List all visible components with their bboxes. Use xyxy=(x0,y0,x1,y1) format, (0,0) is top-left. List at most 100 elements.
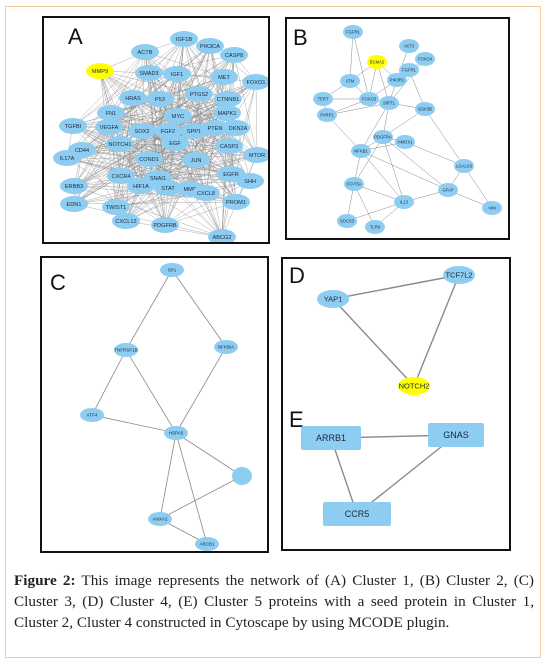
network-edge xyxy=(424,108,465,167)
node-label-nfkb1: NFKB1 xyxy=(354,149,368,154)
node-label-cd44: CD44 xyxy=(75,148,89,154)
node-label-mmp: MMP xyxy=(183,187,196,193)
network-edge xyxy=(91,349,127,416)
node-tgfbi xyxy=(59,118,87,134)
node-label-pdgfra: PDGFRA xyxy=(374,135,392,140)
node-label-sirt1: SIRT1 xyxy=(383,101,395,106)
network-edge xyxy=(157,154,258,179)
node-label-gnas: GNAS xyxy=(443,430,469,440)
node-atf4 xyxy=(80,408,104,422)
network-edge xyxy=(73,154,258,187)
node-stat5a xyxy=(344,177,364,191)
node-tlr9 xyxy=(365,220,385,234)
node-tert xyxy=(313,92,333,106)
node-label-twist1: TWIST1 xyxy=(106,205,127,211)
node-actb xyxy=(131,44,159,60)
network-edge xyxy=(141,51,146,132)
node-label-igf1: IGF1 xyxy=(171,72,183,78)
node-label-fgfr1: FGFR1 xyxy=(402,68,416,73)
network-edge xyxy=(360,150,405,203)
network-edge xyxy=(72,51,146,127)
network-edge xyxy=(66,157,197,161)
network-edge xyxy=(73,142,176,187)
node-label-igf1b: IGF1B xyxy=(176,37,192,43)
network-edge xyxy=(73,38,185,205)
node-notch1 xyxy=(106,136,134,152)
node-cxcl12 xyxy=(112,213,140,229)
node-met xyxy=(210,69,238,85)
network-edge xyxy=(388,58,426,104)
network-edge xyxy=(189,145,230,190)
node-casp8 xyxy=(220,47,248,63)
network-edge xyxy=(120,145,230,177)
node-pdgfrb xyxy=(151,217,179,233)
network-edge xyxy=(356,434,457,515)
node-label-snai1: SNAI1 xyxy=(150,176,166,182)
network-edge xyxy=(352,31,370,100)
node-pten xyxy=(201,120,229,136)
node-hmox1 xyxy=(395,135,415,149)
network-edge xyxy=(221,81,257,238)
node-gnas xyxy=(428,423,484,447)
network-edge xyxy=(66,157,166,226)
node-label-myc: MYC xyxy=(172,114,184,120)
node-label-hif1a: HIF1A xyxy=(133,184,149,190)
network-edge xyxy=(144,51,225,78)
node-akt3 xyxy=(399,39,419,53)
node-jun xyxy=(182,152,210,168)
network-edge xyxy=(72,125,197,161)
node-label-abcg2: ABCG2 xyxy=(213,235,232,241)
network-edge xyxy=(171,269,227,348)
node-label-foxo4: FOXO4 xyxy=(418,57,433,62)
node-atm xyxy=(340,74,360,88)
node-igf1b xyxy=(170,31,198,47)
node-label-cxcr4: CXCR4 xyxy=(112,174,131,180)
node-yap1 xyxy=(317,290,349,308)
node-erbb3 xyxy=(60,178,88,194)
node-anxa2 xyxy=(148,512,172,526)
node-label-erbb3: ERBB3 xyxy=(65,184,83,190)
network-edge xyxy=(382,136,405,203)
node-label-stat5a: STAT5A xyxy=(346,182,361,187)
node-fgfr1 xyxy=(399,63,419,77)
network-edge xyxy=(72,98,229,127)
node-egf xyxy=(161,135,189,151)
node-label-met: MET xyxy=(218,75,230,81)
node-nfkbia xyxy=(214,340,238,354)
node-label-jun: JUN xyxy=(191,158,202,164)
node-cxcl8 xyxy=(192,185,220,201)
network-edge xyxy=(110,51,146,114)
node-hras xyxy=(119,90,147,106)
node-myc xyxy=(164,108,192,124)
node-fn1 xyxy=(97,105,125,121)
network-edge xyxy=(174,142,258,156)
network-edge xyxy=(175,346,227,434)
node-pik3ca xyxy=(196,38,224,54)
node-label-bcma2: BCMA2 xyxy=(370,60,385,65)
network-edge xyxy=(99,70,166,226)
node-shh xyxy=(236,173,264,189)
node-label-casp3: CASP3 xyxy=(220,144,238,150)
panel-c-label: C xyxy=(50,270,66,295)
node-label-tgfbi: TGFBI xyxy=(65,124,82,130)
node-label-lgals3: LGALS3 xyxy=(456,164,473,169)
network-edge xyxy=(125,349,177,434)
node-label-il17a: IL17A xyxy=(60,156,75,162)
network-edge xyxy=(120,173,232,177)
node-label-fgf2: FGF2 xyxy=(161,129,175,135)
node-label-pdgfrb: PDGFRB xyxy=(153,223,177,229)
node-label-sp1: SP1 xyxy=(168,268,177,273)
network-edge xyxy=(353,183,376,228)
network-edge xyxy=(198,93,207,194)
network-edge xyxy=(72,125,159,179)
network-edge xyxy=(164,127,216,226)
node-p53 xyxy=(146,91,174,107)
node-ccr5 xyxy=(323,502,391,526)
node-casp3 xyxy=(215,138,243,154)
node-lgals3 xyxy=(454,159,474,173)
node-pik3r1 xyxy=(387,73,407,87)
node-hspa5 xyxy=(164,426,188,440)
network-edge xyxy=(125,188,191,222)
